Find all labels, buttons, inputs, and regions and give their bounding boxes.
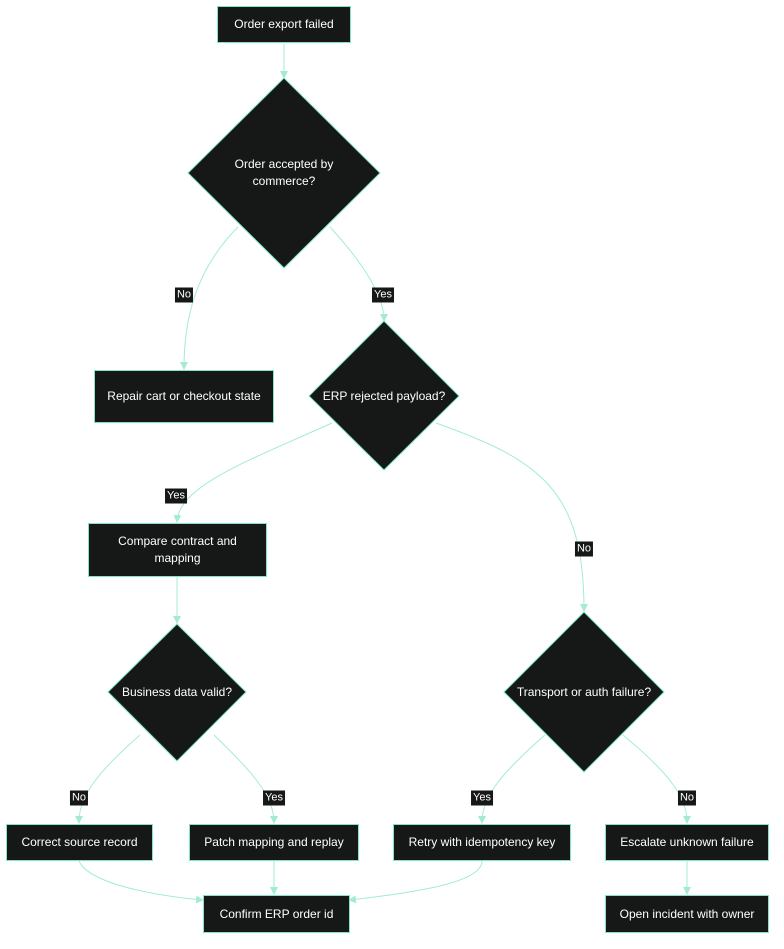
node-confirm-erp-order-id: Confirm ERP order id [203,895,350,933]
node-repair-cart: Repair cart or checkout state [94,370,274,423]
edge-valid-no [75,734,141,824]
node-compare-contract: Compare contract and mapping [88,523,267,577]
edge-label-accepted-yes: Yes [372,287,394,303]
node-patch-mapping: Patch mapping and replay [189,824,359,861]
edge-label-rejected-no: No [574,541,594,557]
decision-transport-shape [503,611,665,773]
edge-label-accepted-no: No [174,287,194,303]
decision-erp-rejected-shape [308,320,460,471]
edge-transport-no [622,734,691,824]
decision-accepted-shape [187,77,381,269]
edge-label-transport-yes: Yes [471,790,493,806]
edge-correct-to-confirm [78,860,204,904]
edge-rejected-yes [173,422,333,523]
edge-label-valid-yes: Yes [263,790,285,806]
decision-business-data-valid: Business data valid? [121,684,233,699]
decision-transport-auth: Transport or auth failure? [516,684,652,699]
edge-accepted-no [180,226,239,370]
decision-business-valid-shape [107,623,247,762]
decision-order-accepted: Order accepted by commerce? [234,157,334,188]
edge-valid-yes [213,734,278,824]
node-retry-idempotency: Retry with idempotency key [393,824,571,861]
node-order-export-failed: Order export failed [217,6,351,43]
edge-rejected-no [435,422,588,612]
edge-retry-to-confirm [348,860,483,904]
decision-erp-rejected: ERP rejected payload? [322,388,446,403]
edge-transport-yes [478,734,546,824]
edge-label-transport-no: No [677,790,697,806]
node-escalate-unknown: Escalate unknown failure [605,824,769,861]
edge-accepted-yes [329,226,388,322]
edge-label-rejected-yes: Yes [165,488,187,504]
node-open-incident: Open incident with owner [605,895,769,933]
edge-label-valid-no: No [69,790,89,806]
node-correct-source-record: Correct source record [6,824,153,861]
